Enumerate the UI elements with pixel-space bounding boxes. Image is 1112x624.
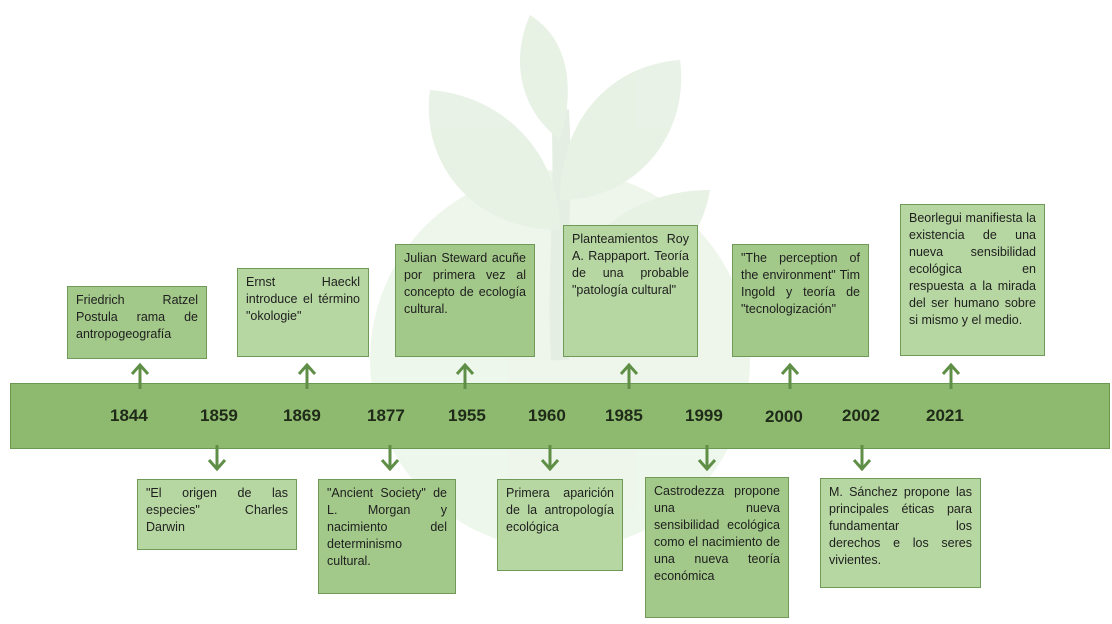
arrow-up-icon — [941, 363, 961, 389]
year-label: 1869 — [283, 406, 321, 425]
timeline-band — [10, 383, 1110, 449]
year-label: 1859 — [200, 406, 238, 425]
year-label: 2000 — [765, 407, 803, 426]
arrow-up-icon — [130, 363, 150, 389]
event-box-1999: Castrodezza propone una nueva sensibilid… — [645, 477, 789, 618]
event-box-1869: Ernst Haeckl introduce el término "okolo… — [237, 268, 369, 357]
event-box-2002: M. Sánchez propone las principales ética… — [820, 478, 981, 588]
arrow-down-icon — [697, 445, 717, 471]
arrow-down-icon — [207, 445, 227, 471]
year-label: 1985 — [605, 406, 643, 425]
event-box-1877: "Ancient Society" de L. Morgan y nacimie… — [318, 479, 456, 594]
event-box-1859: "El origen de las especies" Charles Darw… — [137, 479, 297, 550]
event-box-1960: Primera aparición de la antropología eco… — [497, 479, 623, 571]
year-label: 2021 — [926, 406, 964, 425]
year-label: 1877 — [367, 406, 405, 425]
event-box-1985: Planteamientos Roy A. Rappaport. Teoría … — [563, 225, 698, 357]
year-label: 1844 — [110, 406, 148, 425]
year-label: 1960 — [528, 406, 566, 425]
year-label: 1955 — [448, 406, 486, 425]
arrow-up-icon — [297, 363, 317, 389]
arrow-down-icon — [380, 445, 400, 471]
arrow-up-icon — [780, 363, 800, 389]
event-box-2000: "The perception of the environment" Tim … — [732, 244, 869, 357]
arrow-down-icon — [852, 445, 872, 471]
event-box-2021: Beorlegui manifiesta la existencia de un… — [900, 204, 1045, 356]
year-label: 1999 — [685, 406, 723, 425]
event-box-1844: Friedrich Ratzel Postula rama de antropo… — [67, 286, 207, 359]
event-box-1955: Julian Steward acuñe por primera vez al … — [395, 244, 535, 357]
arrow-down-icon — [540, 445, 560, 471]
arrow-up-icon — [619, 363, 639, 389]
arrow-up-icon — [455, 363, 475, 389]
year-label: 2002 — [842, 406, 880, 425]
